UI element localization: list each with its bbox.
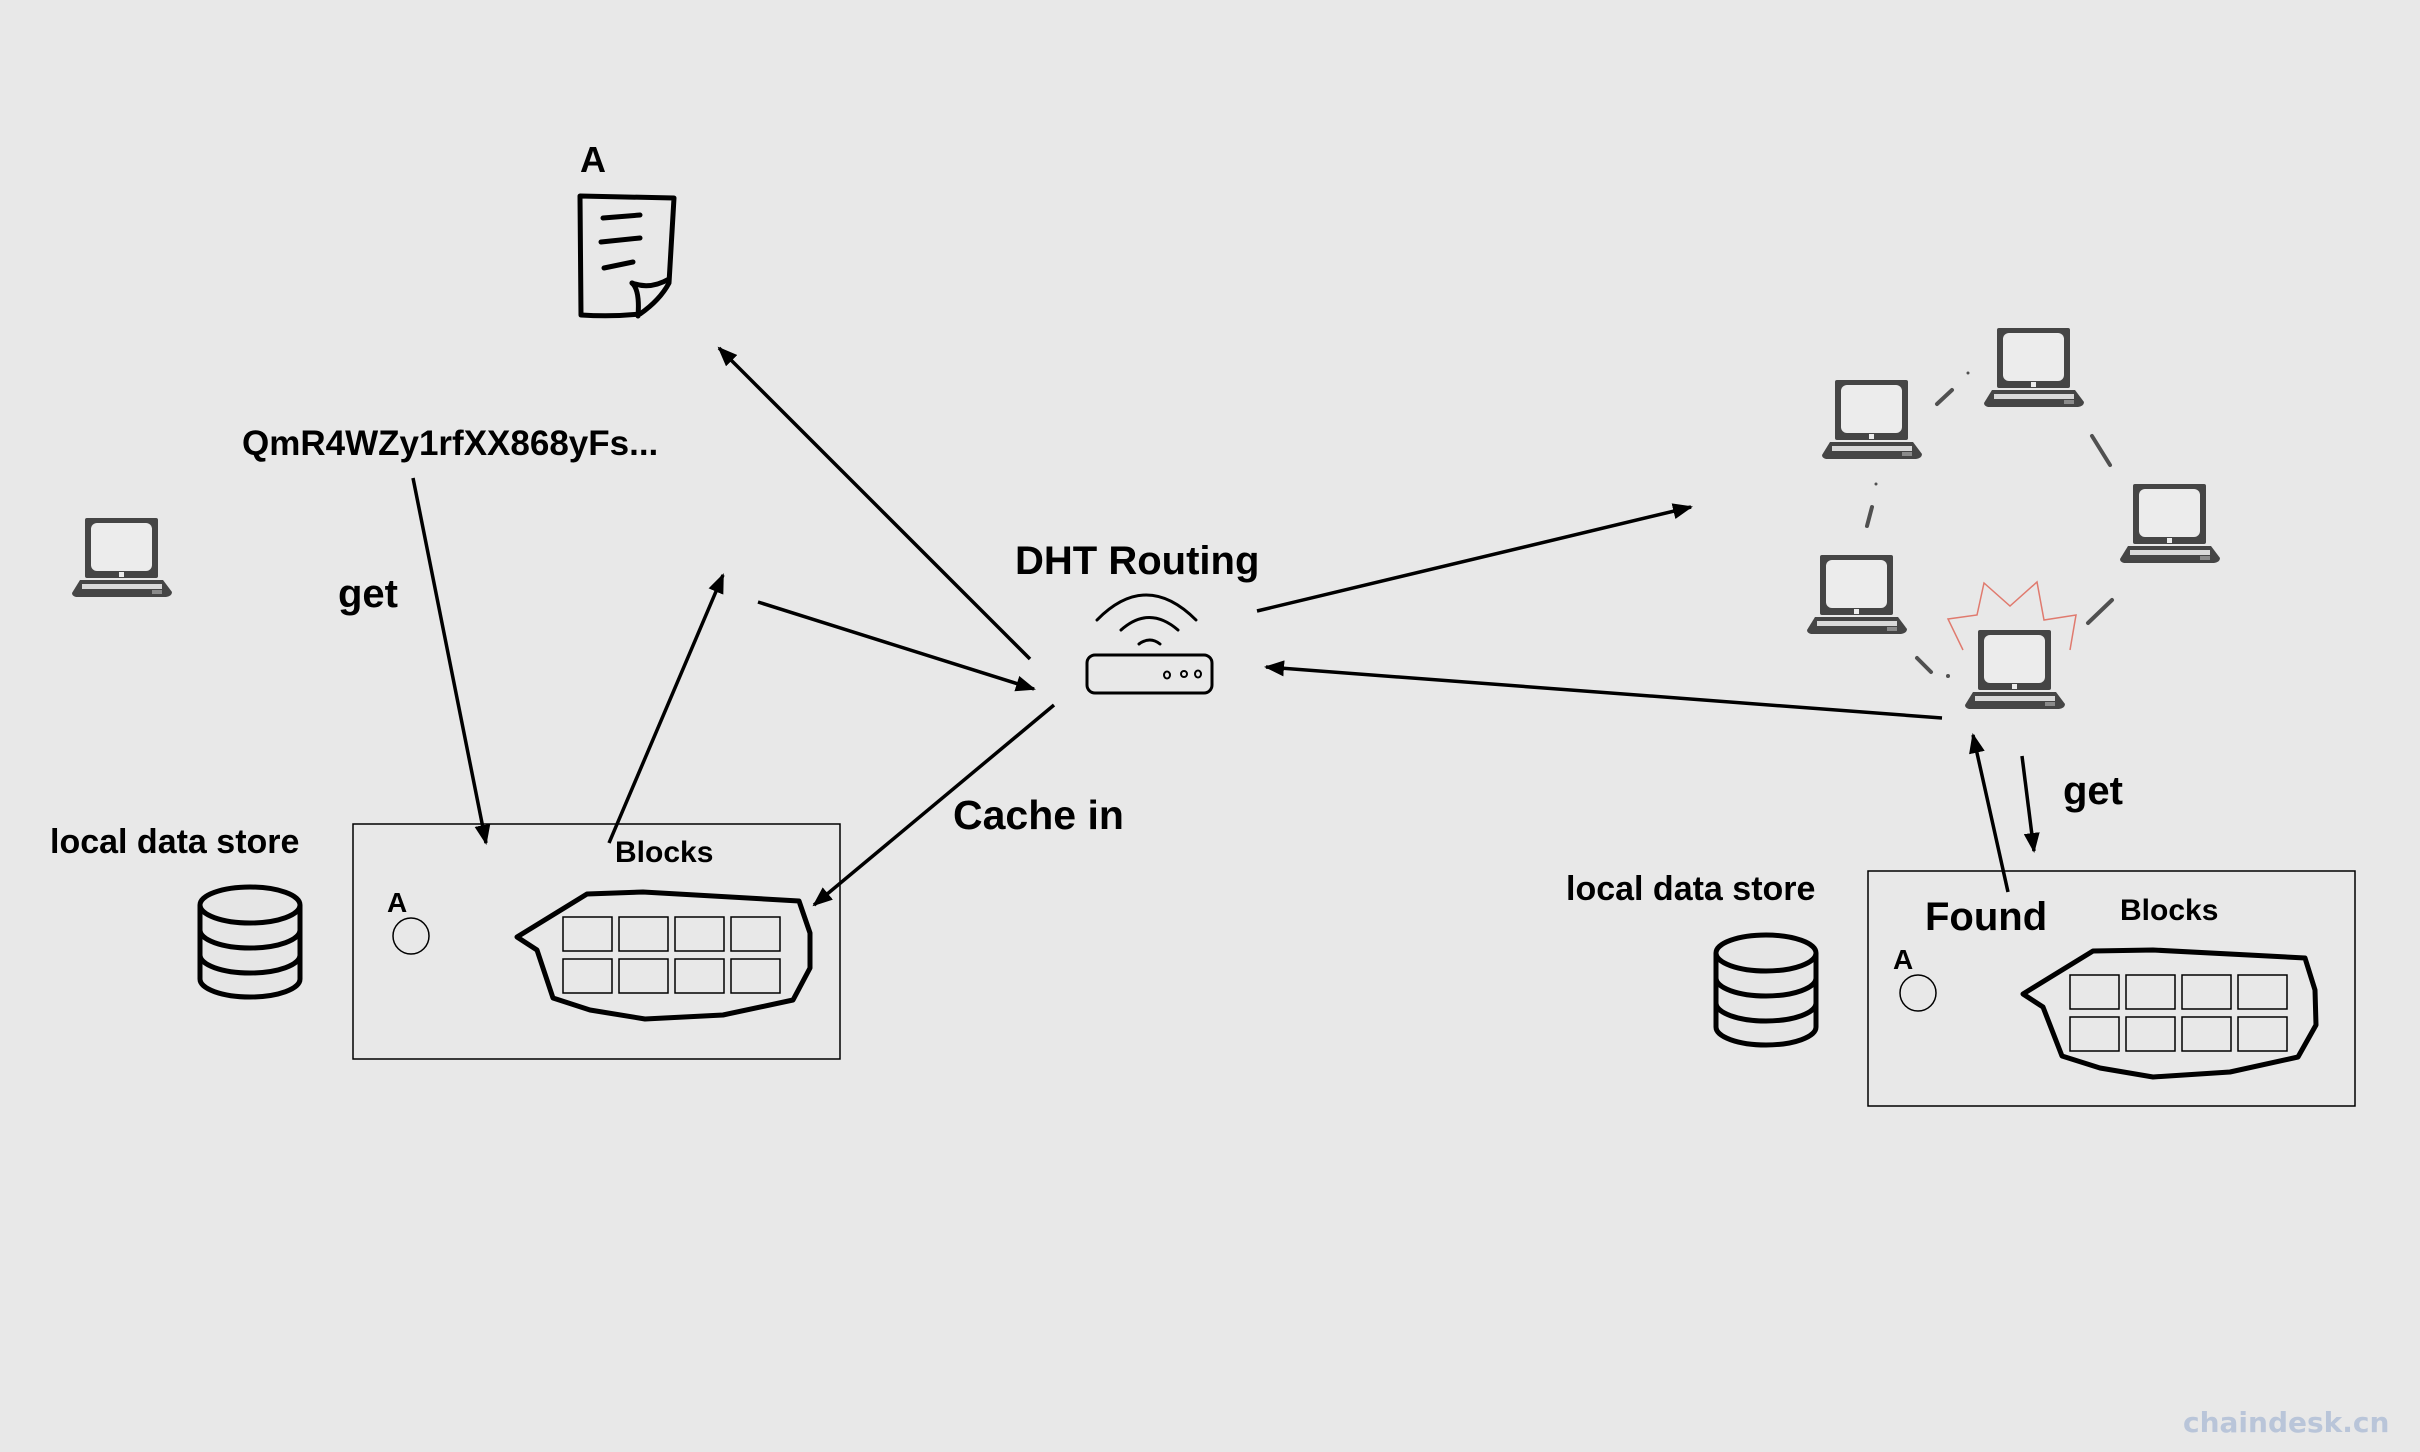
item-a-circle-icon (1899, 974, 1937, 1012)
item-a-circle-icon (392, 917, 430, 955)
peer-network (1807, 328, 2220, 709)
block-cell (2237, 974, 2288, 1010)
blocks-blob-outline (514, 889, 813, 1022)
block-cell (730, 916, 781, 952)
item-a-label-right: A (1893, 944, 1913, 975)
dht-routing-label: DHT Routing (1015, 539, 1259, 583)
block-cell (2125, 974, 2176, 1010)
local-store-box-right: Found A Blocks (1867, 870, 2356, 1107)
blocks-blob-outline (2020, 947, 2319, 1080)
block-cell (2181, 1016, 2232, 1052)
document-icon (577, 193, 677, 319)
block-cell (2181, 974, 2232, 1010)
laptop-icon (1807, 555, 1907, 634)
watermark: chaindesk.cn (2183, 1406, 2389, 1439)
block-cell (730, 958, 781, 994)
block-cell (2237, 1016, 2288, 1052)
found-label: Found (1925, 895, 2047, 939)
local-data-store-label-left: local data store (50, 823, 299, 861)
arrow-found-up (1969, 733, 2010, 893)
laptop-icon (1822, 380, 1922, 459)
block-cell (562, 916, 613, 952)
get-label-right: get (2063, 769, 2123, 813)
get-label-left: get (338, 572, 398, 616)
blocks-label-right: Blocks (2120, 894, 2218, 927)
database-icon (1716, 935, 1816, 1045)
arrow-dht-to-network (1256, 503, 1693, 613)
block-cell (2069, 974, 2120, 1010)
block-cell (674, 916, 725, 952)
laptop-icon (72, 518, 172, 597)
laptop-icon-found (1965, 630, 2065, 709)
local-store-box-left: A Blocks (352, 823, 841, 1060)
document-label: A (580, 139, 606, 180)
blocks-label-left: Blocks (615, 836, 713, 869)
content-hash: QmR4WZy1rfXX868yFs... (242, 424, 658, 463)
laptop-icon (2120, 484, 2220, 563)
local-data-store-label-right: local data store (1566, 870, 1815, 908)
arrow-get-to-store (411, 477, 491, 845)
cache-in-label: Cache in (953, 792, 1124, 838)
arrow-dht-to-document (717, 346, 1032, 661)
item-a-label-left: A (387, 887, 407, 918)
laptop-icon (1984, 328, 2084, 407)
router-icon (1085, 593, 1214, 695)
block-cell (562, 958, 613, 994)
block-cell (618, 916, 669, 952)
block-cell (2069, 1016, 2120, 1052)
arrow-cache-in (812, 703, 1056, 907)
arrow-blocks-up (607, 573, 725, 844)
arrow-network-to-dht (1264, 660, 1943, 720)
found-burst-icon (1946, 580, 2077, 651)
arrow-get-down (2020, 755, 2040, 853)
database-icon (200, 887, 300, 997)
block-cell (618, 958, 669, 994)
peer-dashed-links (1865, 371, 2114, 678)
block-grid-left (562, 916, 781, 994)
arrow-to-dht (757, 600, 1036, 692)
block-grid-right (2069, 974, 2288, 1052)
block-cell (674, 958, 725, 994)
block-cell (2125, 1016, 2176, 1052)
document-a: A (577, 139, 677, 319)
